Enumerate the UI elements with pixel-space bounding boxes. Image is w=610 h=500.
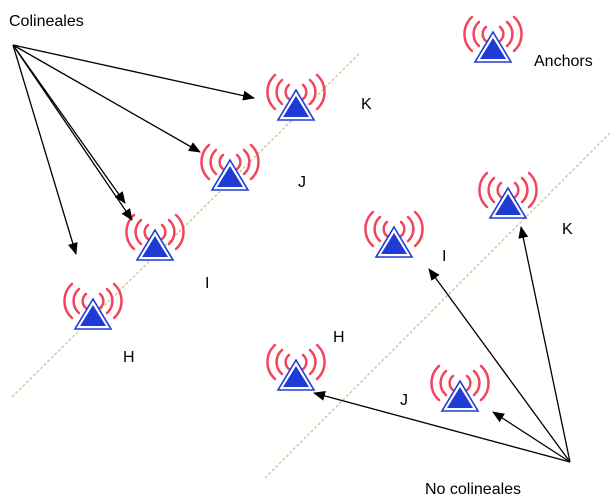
noncollinear-label-h: H (333, 329, 345, 346)
noncollinear-label-k: K (562, 221, 573, 238)
arrow-to-collinear-i (12, 44, 133, 221)
colineales-label: Colineales (9, 13, 84, 30)
collinear-arrows (12, 44, 255, 255)
noncollinear-label-i: I (442, 248, 446, 265)
arrow-to-noncollinear-i (428, 268, 571, 463)
collinear-label-k: K (361, 96, 372, 113)
arrow-to-noncollinear-k (518, 226, 571, 463)
collinear-label-h: H (123, 349, 135, 366)
anchor-icon-collinear-h (63, 282, 123, 331)
anchor-icon-noncollinear-k (478, 171, 538, 220)
noncollinear-arrows (313, 226, 571, 463)
anchors-legend-label: Anchors (534, 53, 593, 70)
no-colineales-label: No colineales (425, 481, 521, 498)
arrow-to-noncollinear-j (492, 411, 571, 463)
collinear-reference-line (11, 52, 361, 398)
noncollinear-label-j: J (400, 392, 408, 409)
collinear-label-i: I (205, 275, 209, 292)
arrow-to-collinear-h (12, 44, 78, 255)
anchor-icon-collinear-j (200, 143, 260, 192)
anchor-icon-noncollinear-j (430, 364, 490, 413)
arrow-to-collinear-h-upper (12, 44, 126, 204)
anchor-icon-collinear-k (266, 73, 326, 122)
anchor-icon-noncollinear-i (364, 210, 424, 259)
noncollinear-reference-line (264, 132, 610, 479)
anchor-icon-collinear-i (125, 213, 185, 262)
collinear-label-j: J (298, 174, 306, 191)
arrow-to-collinear-k (12, 44, 255, 101)
legend-anchor-icon (463, 15, 523, 64)
anchor-icon-noncollinear-h (266, 343, 326, 392)
arrow-to-noncollinear-h (313, 391, 571, 463)
arrow-to-collinear-j (12, 44, 201, 153)
